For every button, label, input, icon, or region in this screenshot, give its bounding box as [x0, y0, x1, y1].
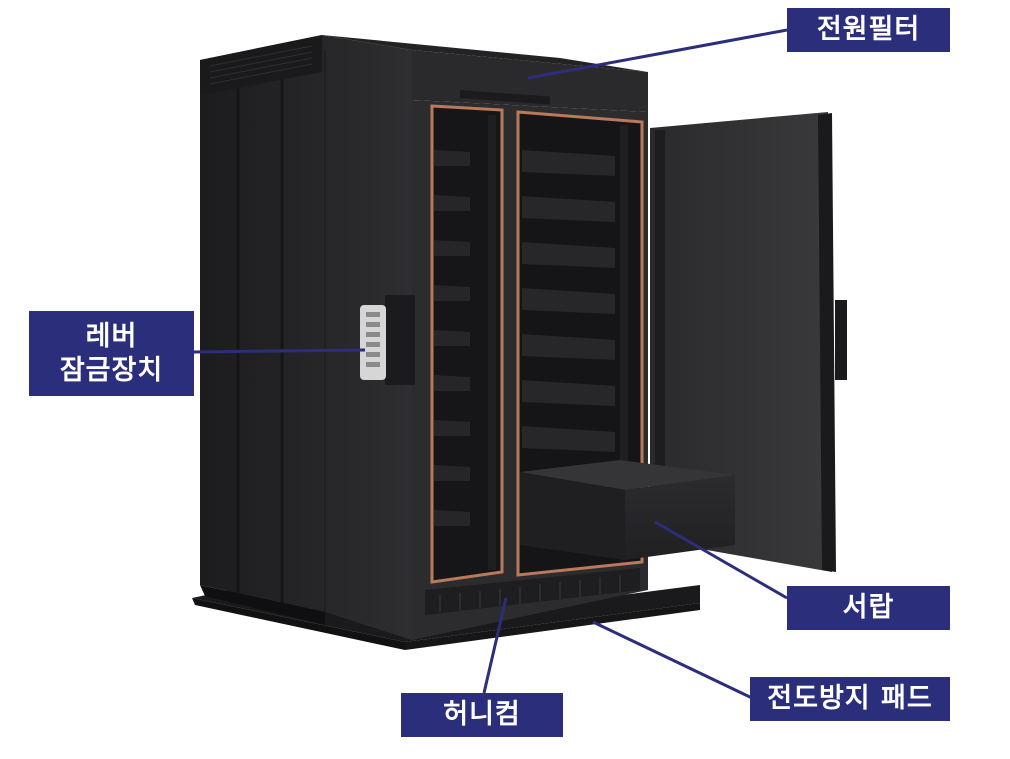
- leader-lines: [193, 28, 788, 700]
- drawer: [520, 460, 735, 560]
- drawer-label: 서랍: [787, 586, 950, 630]
- lever-lock-text-line1: 레버: [85, 320, 138, 352]
- lever-lock-label: 레버 잠금장치: [29, 311, 194, 396]
- power-filter-label: 전원필터: [787, 8, 950, 52]
- anti-static-pad-text: 전도방지 패드: [767, 683, 933, 715]
- lever-lock: [360, 295, 415, 385]
- anti-static-pad-label: 전도방지 패드: [750, 677, 950, 721]
- honeycomb-text: 허니컴: [443, 699, 521, 731]
- lever-lock-text-line2: 잠금장치: [59, 354, 164, 386]
- honeycomb-label: 허니컴: [401, 693, 563, 737]
- cabinet-door: [650, 112, 847, 572]
- cabinet-top: [322, 35, 648, 112]
- drawer-text: 서랍: [842, 592, 895, 624]
- cabinet-front: [412, 100, 648, 640]
- cabinet-side-panel: [200, 35, 412, 640]
- power-filter-text: 전원필터: [816, 14, 921, 46]
